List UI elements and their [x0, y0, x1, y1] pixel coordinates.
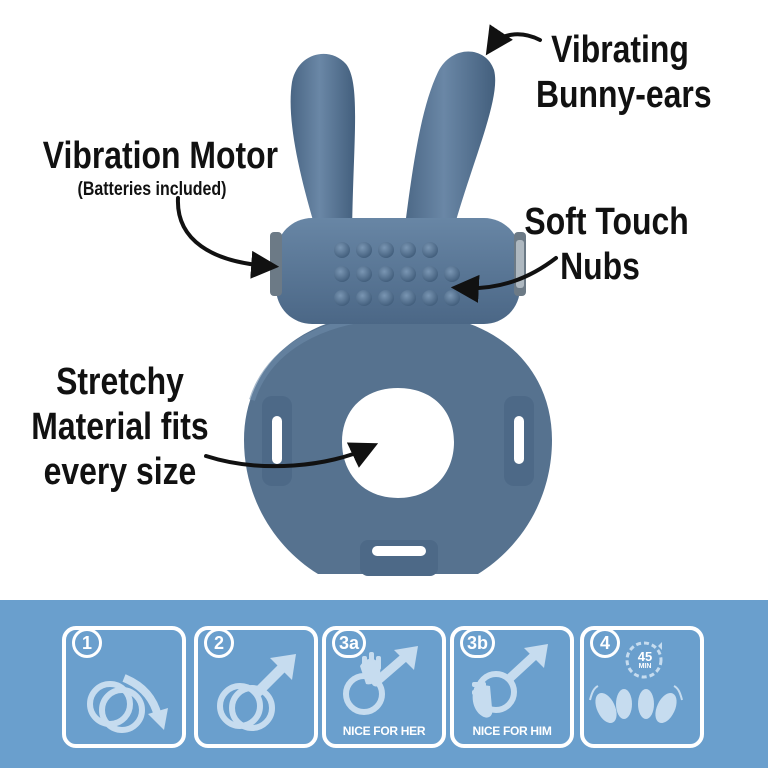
- step-3a-panel: 3a NICE FOR HER: [322, 626, 446, 748]
- step-3b-panel: 3b NICE FOR HIM: [450, 626, 574, 748]
- step-2-panel: 2: [194, 626, 318, 748]
- cock-ring-product-illustration: [175, 24, 558, 576]
- timer-label: 45 MIN: [632, 650, 658, 670]
- step-3a-caption: NICE FOR HER: [342, 724, 426, 738]
- callout-vibrating-ears: Vibrating Bunny-ears: [536, 28, 712, 118]
- hand-ring-him-icon: [472, 644, 548, 718]
- hand-ring-her-icon: [343, 646, 418, 715]
- step-3b-caption: NICE FOR HIM: [472, 724, 552, 738]
- step-1-number: 1: [72, 628, 102, 658]
- timer-unit: MIN: [638, 663, 652, 670]
- callout-stretch-line-3: every size: [43, 450, 197, 493]
- callout-vibration-motor: Vibration Motor (Batteries included): [42, 134, 279, 201]
- callout-stretchy-material: Stretchy Material fits every size: [28, 360, 213, 494]
- male-symbol-ring-icon: [217, 654, 296, 731]
- motor-housing: [276, 218, 520, 324]
- left-bunny-ear: [290, 53, 356, 250]
- callout-motor-note: (Batteries included): [77, 178, 227, 200]
- ring-slide-arrow-icon: [87, 674, 168, 733]
- timer-feet-icon: [589, 641, 683, 723]
- step-3a-number: 3a: [332, 628, 367, 658]
- ring-outer: [244, 312, 552, 574]
- callout-stretch-line-1: Stretchy: [56, 361, 184, 403]
- ears-arrow: [485, 24, 542, 56]
- step-4-number: 4: [590, 628, 620, 658]
- nubs-arrow: [450, 256, 558, 303]
- callout-arrows: [175, 24, 558, 469]
- callout-stretch-line-2: Material fits: [31, 405, 209, 448]
- motor-arrow: [175, 196, 280, 279]
- step-4-panel: 45 MIN 4: [580, 626, 704, 748]
- callout-nubs-line-1: Soft Touch: [524, 201, 689, 243]
- timer-value: 45: [637, 649, 653, 664]
- right-bunny-ear: [402, 51, 496, 250]
- callout-ears-line-1: Vibrating: [551, 29, 689, 71]
- callout-nubs-line-2: Nubs: [560, 245, 640, 288]
- callout-soft-touch-nubs: Soft Touch Nubs: [524, 200, 689, 290]
- callout-ears-line-2: Bunny-ears: [536, 73, 712, 116]
- callout-motor-title: Vibration Motor: [42, 135, 279, 177]
- step-3b-number: 3b: [460, 628, 496, 658]
- stretch-arrow: [204, 442, 379, 469]
- step-2-number: 2: [204, 628, 234, 658]
- soft-touch-nubs: [334, 242, 460, 306]
- step-1-panel: 1: [62, 626, 186, 748]
